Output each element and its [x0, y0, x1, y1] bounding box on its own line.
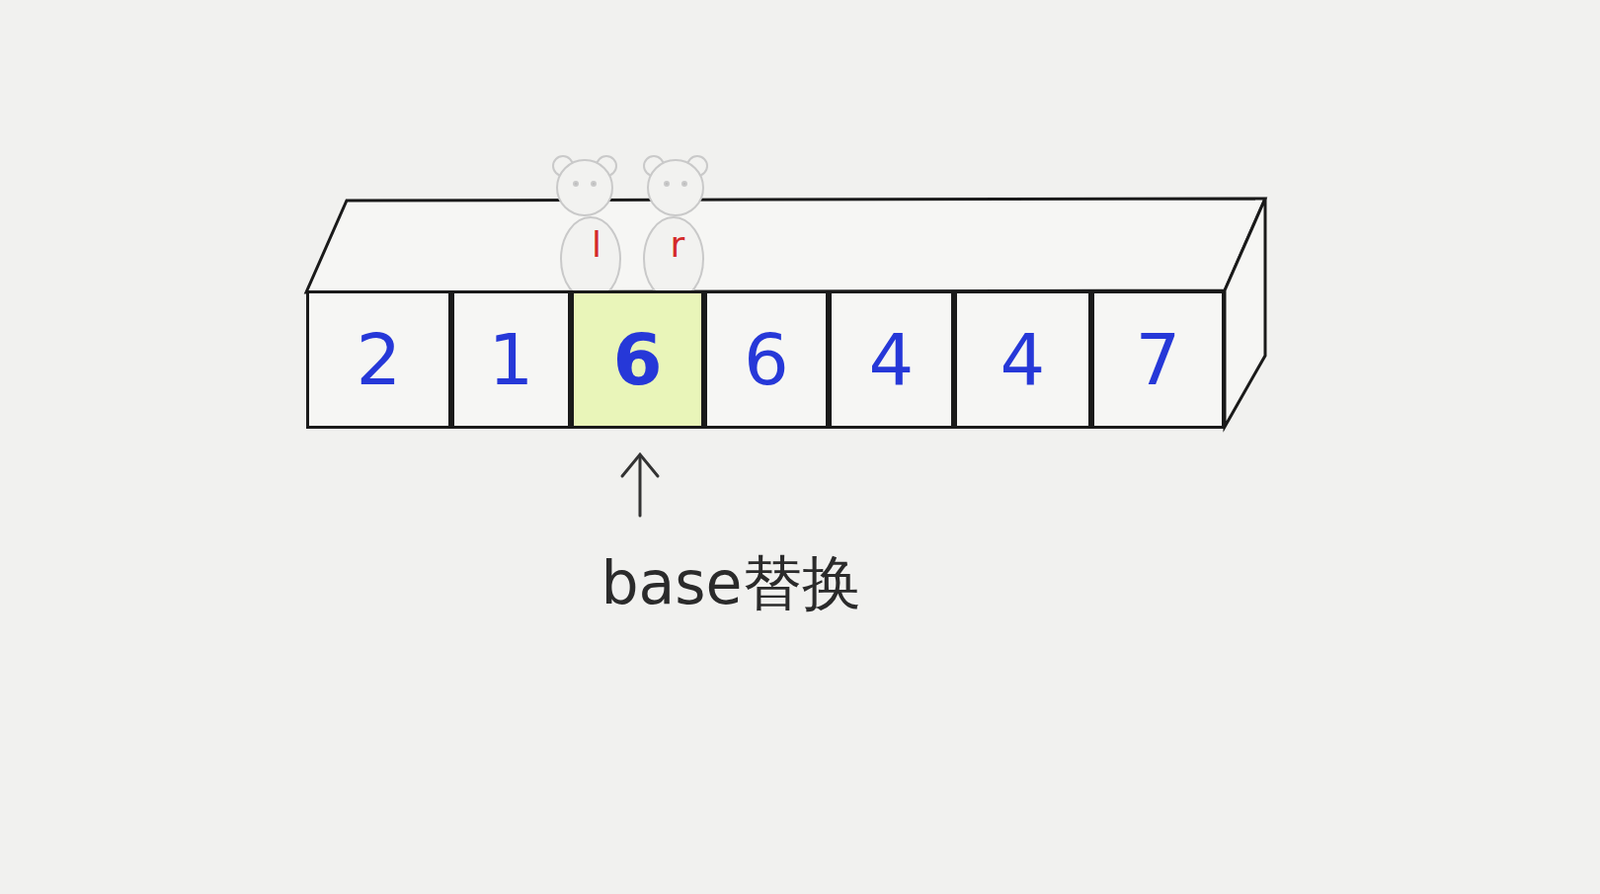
- array-cell: 6: [704, 290, 829, 429]
- array-top-face: [306, 198, 1266, 293]
- bear-figures: [553, 156, 708, 301]
- array-side-face: [1224, 198, 1266, 427]
- cell-value: 6: [743, 323, 790, 396]
- cell-value: 1: [488, 323, 535, 396]
- cell-value: 6: [612, 323, 662, 396]
- cell-value: 7: [1135, 323, 1182, 396]
- array-cell: 4: [828, 290, 955, 429]
- array-cell: 7: [1091, 290, 1225, 429]
- cell-value: 4: [869, 323, 915, 396]
- array-cell: 1: [451, 290, 571, 429]
- pointer-label-r: r: [670, 227, 686, 263]
- base-note: base替换: [600, 553, 861, 613]
- cell-value: 2: [356, 323, 402, 396]
- highlighted-cell: 6: [570, 290, 705, 429]
- cell-value: 4: [1000, 323, 1046, 396]
- array-cell: 4: [954, 290, 1092, 429]
- array-cell: 2: [306, 290, 452, 429]
- pointer-arrow: [622, 454, 658, 516]
- pointer-label-l: l: [591, 227, 602, 263]
